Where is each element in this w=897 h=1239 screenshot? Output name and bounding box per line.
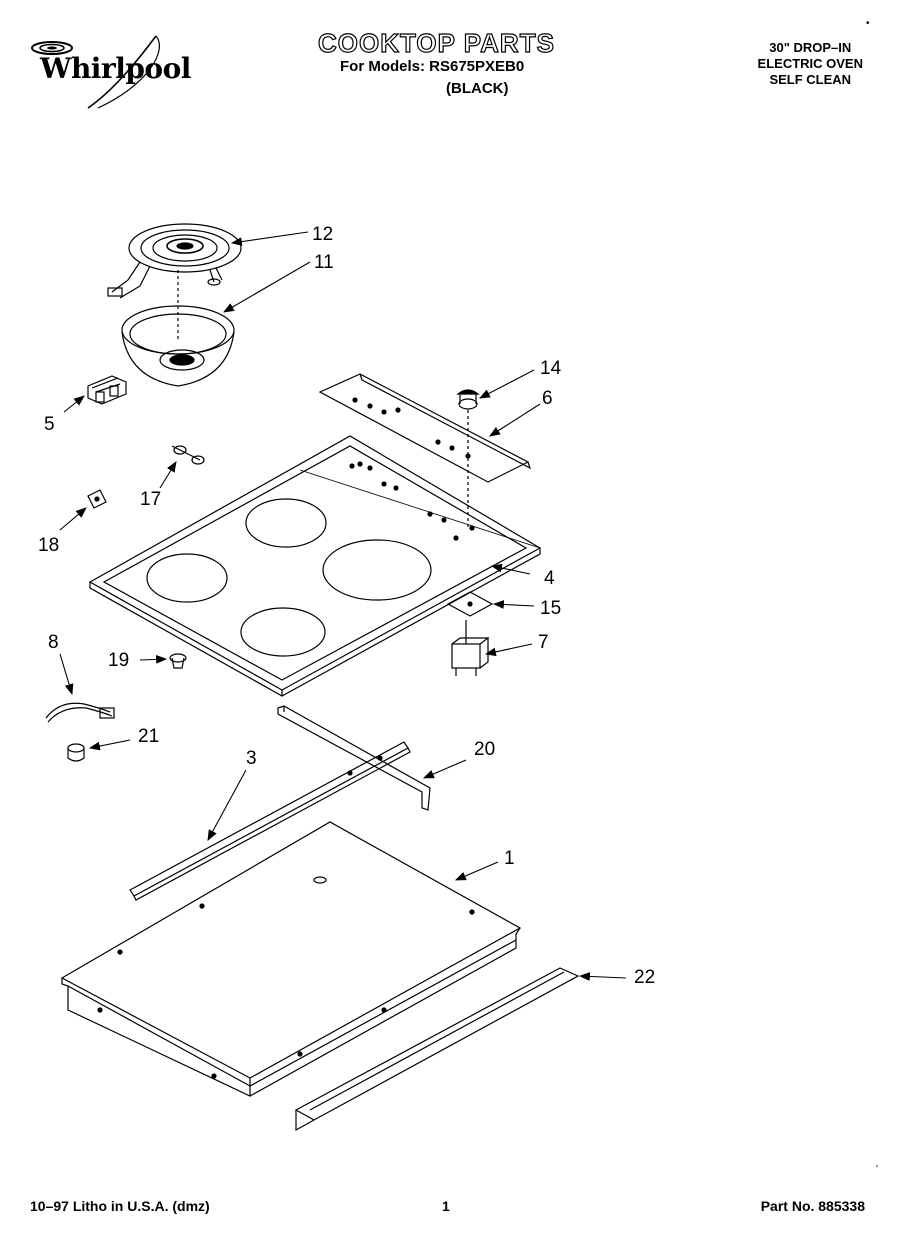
part-drip-bowl — [121, 270, 235, 387]
callout-number: 18 — [38, 535, 59, 556]
part-number: Part No. 885338 — [760, 1198, 865, 1214]
callout-number: 19 — [108, 650, 129, 671]
part-wire-harness — [45, 702, 115, 723]
margin-mark: ' — [876, 1164, 878, 1175]
part-control-panel — [318, 373, 532, 483]
spec-line: ELECTRIC OVEN — [757, 56, 863, 71]
part-channel — [129, 741, 411, 901]
part-switch-plate — [446, 591, 494, 617]
callout-number: 4 — [544, 568, 555, 589]
spec-line: 30" DROP–IN — [769, 40, 852, 55]
part-infinite-switch — [451, 620, 490, 676]
callout-number: 21 — [138, 726, 159, 747]
part-leveling-foot — [67, 743, 85, 762]
callout-number: 3 — [246, 748, 257, 769]
part-surface-element — [107, 223, 242, 299]
callout-number: 15 — [540, 598, 561, 619]
callout-number: 7 — [538, 632, 549, 653]
callout-number: 20 — [474, 739, 495, 760]
logo-swirl-icon — [31, 35, 160, 109]
callout-number: 8 — [48, 632, 59, 653]
part-control-knob — [456, 389, 480, 530]
models-line: For Models: RS675PXEB0 — [340, 58, 525, 75]
part-trim-strip — [294, 967, 580, 1132]
callout-number: 17 — [140, 489, 161, 510]
part-base-box — [60, 821, 522, 1097]
page-title: COOKTOP PARTS — [317, 27, 555, 58]
callout-number: 1 — [504, 848, 515, 869]
brand-name: Whirlpool — [40, 52, 191, 85]
part-cooktop — [88, 435, 542, 698]
callout-number: 6 — [542, 388, 553, 409]
spec-block: 30" DROP–IN ELECTRIC OVEN SELF CLEAN — [758, 40, 863, 88]
part-support-bracket — [277, 705, 431, 811]
litho-note: 10–97 Litho in U.S.A. (dmz) — [30, 1198, 210, 1214]
part-clip — [171, 445, 205, 465]
page-number: 1 — [442, 1198, 450, 1214]
color-label: (BLACK) — [446, 80, 509, 97]
callout-number: 12 — [312, 224, 333, 245]
spec-line: SELF CLEAN — [769, 72, 852, 87]
part-plug-button — [169, 653, 187, 669]
callout-number: 11 — [314, 252, 334, 273]
whirlpool-logo: Whirlpool — [28, 30, 198, 110]
callout-number: 22 — [634, 967, 655, 988]
callout-number: 14 — [540, 358, 562, 379]
part-terminal-block — [87, 375, 127, 405]
callout-number: 5 — [44, 414, 55, 435]
corner-mark: • — [866, 18, 870, 29]
part-bracket — [87, 489, 107, 509]
